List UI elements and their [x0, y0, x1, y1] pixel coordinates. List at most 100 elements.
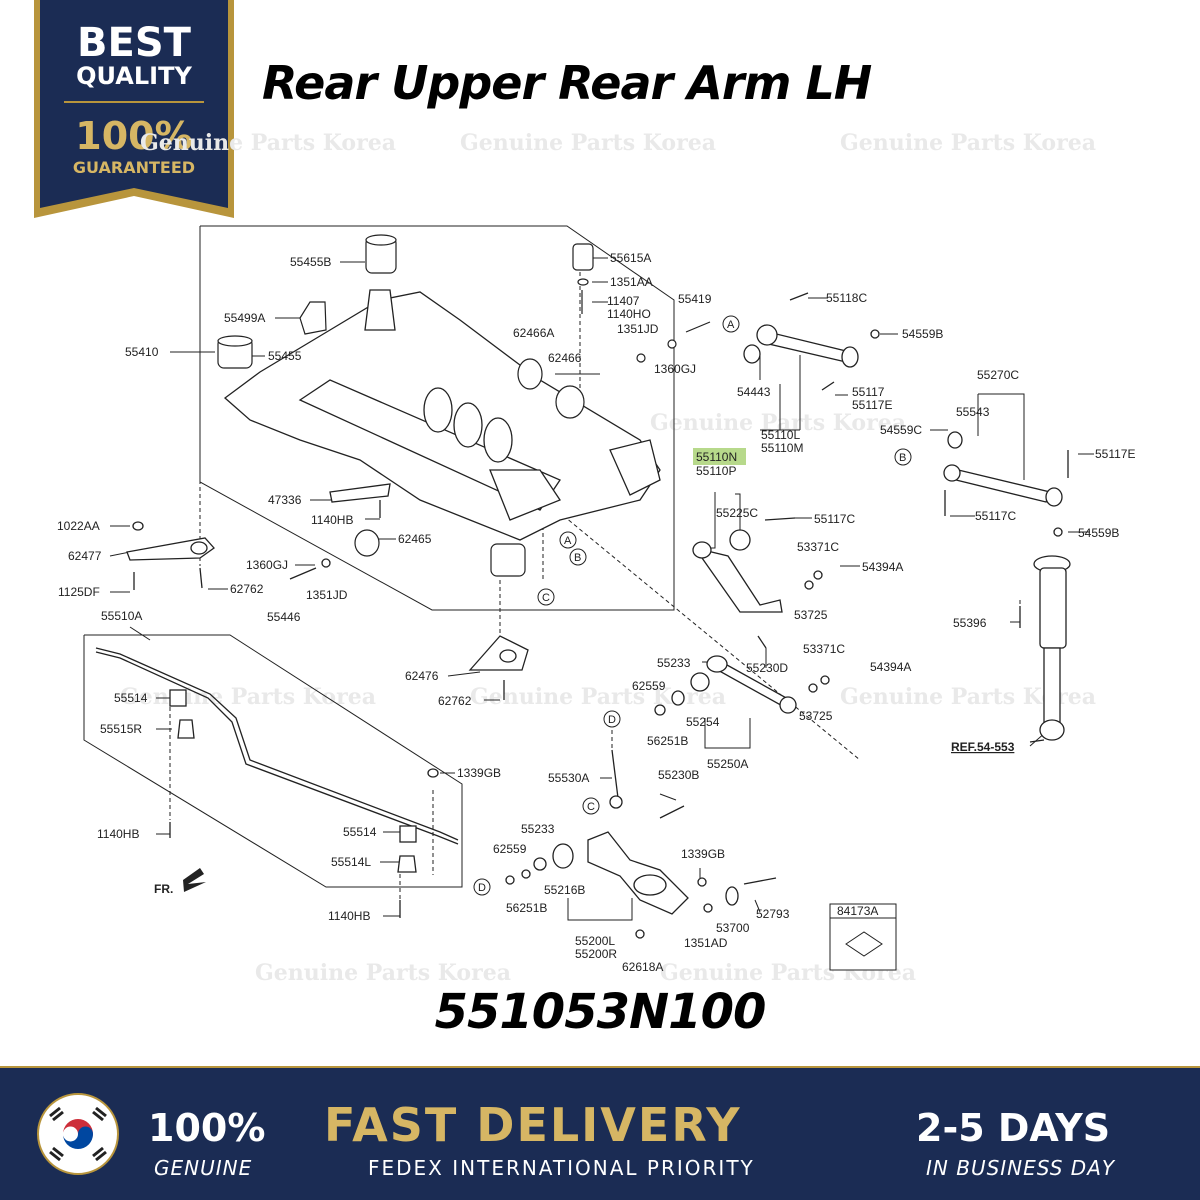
label-55110P: 55110P	[696, 464, 736, 478]
genuine-percent: 100%	[148, 1106, 266, 1150]
subframe-crossmember	[223, 289, 661, 541]
label-55419: 55419	[678, 292, 712, 306]
label-55230D: 55230D	[746, 661, 788, 675]
watermark: Genuine Parts Korea	[650, 410, 906, 436]
label-53725: 53725	[794, 608, 828, 622]
label-52793: 52793	[756, 907, 790, 921]
label-1140HB-b: 1140HB	[328, 909, 370, 923]
label-55396: 55396	[953, 616, 987, 630]
label-1140HB: 1140HB	[311, 513, 353, 527]
frame-lines	[83, 225, 1094, 921]
label-1351JD-b: 1351JD	[306, 588, 348, 602]
watermark: Genuine Parts Korea	[460, 130, 716, 156]
label-54559B-b: 54559B	[1078, 526, 1119, 540]
circle-label: D	[608, 714, 616, 726]
label-55514-b: 55514	[343, 825, 377, 839]
label-55118C: 55118C	[826, 291, 867, 305]
label-55254: 55254	[686, 715, 720, 729]
label-1022AA: 1022AA	[57, 519, 100, 533]
label-53700: 53700	[716, 921, 750, 935]
label-62559-b: 62559	[493, 842, 527, 856]
label-55110M: 55110M	[761, 441, 803, 455]
stabilizer-bar	[95, 647, 459, 918]
label-55110N: 55110N	[696, 450, 737, 464]
part-number: 551053N100	[434, 984, 767, 1040]
label-1351AD: 1351AD	[684, 936, 728, 950]
label-62559: 62559	[632, 679, 666, 693]
delivery-subtitle: FEDEX INTERNATIONAL PRIORITY	[368, 1156, 755, 1180]
label-1351AA: 1351AA	[610, 275, 653, 289]
label-54394A: 54394A	[862, 560, 903, 574]
label-84173A: 84173A	[837, 904, 878, 918]
circle-label: A	[727, 319, 735, 331]
badge-shape	[34, 0, 234, 218]
delivery-title: FAST DELIVERY	[324, 1098, 742, 1152]
watermark: Genuine Parts Korea	[140, 130, 396, 156]
label-55216B: 55216B	[544, 883, 585, 897]
footer-divider	[0, 1066, 1200, 1069]
label-55117E: 55117E	[852, 398, 892, 412]
pad-box	[829, 903, 897, 971]
reference-circles	[473, 315, 912, 896]
best-quality-badge: BEST QUALITY 100% GUARANTEED	[34, 0, 234, 218]
label-54559C: 54559C	[880, 423, 922, 437]
front-arrow-icon	[183, 868, 206, 892]
label-62466: 62466	[548, 351, 582, 365]
label-55515R: 55515R	[100, 722, 142, 736]
circle-label: D	[478, 882, 486, 894]
label-55110L: 55110L	[761, 428, 800, 442]
label-55410: 55410	[125, 345, 159, 359]
badge-best: BEST	[77, 20, 191, 66]
label-55225C: 55225C	[716, 506, 758, 520]
watermark: Genuine Parts Korea	[255, 960, 511, 986]
label-56251B: 56251B	[647, 734, 688, 748]
page-title: Rear Upper Rear Arm LH	[262, 56, 872, 110]
bushings	[217, 234, 711, 577]
label-55446: 55446	[267, 610, 301, 624]
circle-label: C	[587, 801, 595, 813]
label-1339GB-b: 1339GB	[681, 847, 725, 861]
label-55455: 55455	[268, 349, 302, 363]
days-subtitle: IN BUSINESS DAY	[926, 1156, 1116, 1180]
label-1140HB-a: 1140HB	[97, 827, 139, 841]
label-55117: 55117	[852, 385, 885, 399]
label-62465: 62465	[398, 532, 432, 546]
label-55530A: 55530A	[548, 771, 589, 785]
label-56251B-b: 56251B	[506, 901, 547, 915]
label-ref: REF.54-553	[951, 740, 1015, 754]
label-55233: 55233	[657, 656, 691, 670]
label-55230B: 55230B	[658, 768, 699, 782]
label-54394A-b: 54394A	[870, 660, 911, 674]
label-11407: 11407	[607, 294, 640, 308]
label-53371C: 53371C	[797, 540, 839, 554]
shock-absorber	[1019, 555, 1071, 743]
label-1125DF: 1125DF	[58, 585, 100, 599]
label-62762-b: 62762	[438, 694, 472, 708]
circle-label: B	[899, 452, 906, 464]
label-55510A: 55510A	[101, 609, 142, 623]
label-55233-b: 55233	[521, 822, 555, 836]
label-47336: 47336	[268, 493, 302, 507]
watermark: Genuine Parts Korea	[120, 684, 376, 710]
circle-label: A	[564, 535, 572, 547]
label-54559B: 54559B	[902, 327, 943, 341]
badge-percent: 100%	[75, 114, 193, 158]
label-55514: 55514	[114, 691, 148, 705]
label-55455B: 55455B	[290, 255, 331, 269]
korea-flag-icon	[37, 1093, 119, 1175]
footer-banner: 100% GENUINE FAST DELIVERY FEDEX INTERNA…	[0, 1068, 1200, 1200]
label-62618A: 62618A	[622, 960, 663, 974]
label-55117E-b: 55117E	[1095, 447, 1135, 461]
label-55250A: 55250A	[707, 757, 748, 771]
label-1360GJ: 1360GJ	[654, 362, 696, 376]
label-55499A: 55499A	[224, 311, 265, 325]
label-55514L: 55514L	[331, 855, 371, 869]
label-62762: 62762	[230, 582, 264, 596]
label-62466A: 62466A	[513, 326, 554, 340]
label-1339GB: 1339GB	[457, 766, 501, 780]
label-55615A: 55615A	[610, 251, 651, 265]
label-53725-b: 53725	[799, 709, 833, 723]
label-55117C-b: 55117C	[975, 509, 1016, 523]
label-1351JD: 1351JD	[617, 322, 659, 336]
part-labels: 55455B 55499A 55410 55455 55615A 1351AA …	[57, 251, 1135, 974]
